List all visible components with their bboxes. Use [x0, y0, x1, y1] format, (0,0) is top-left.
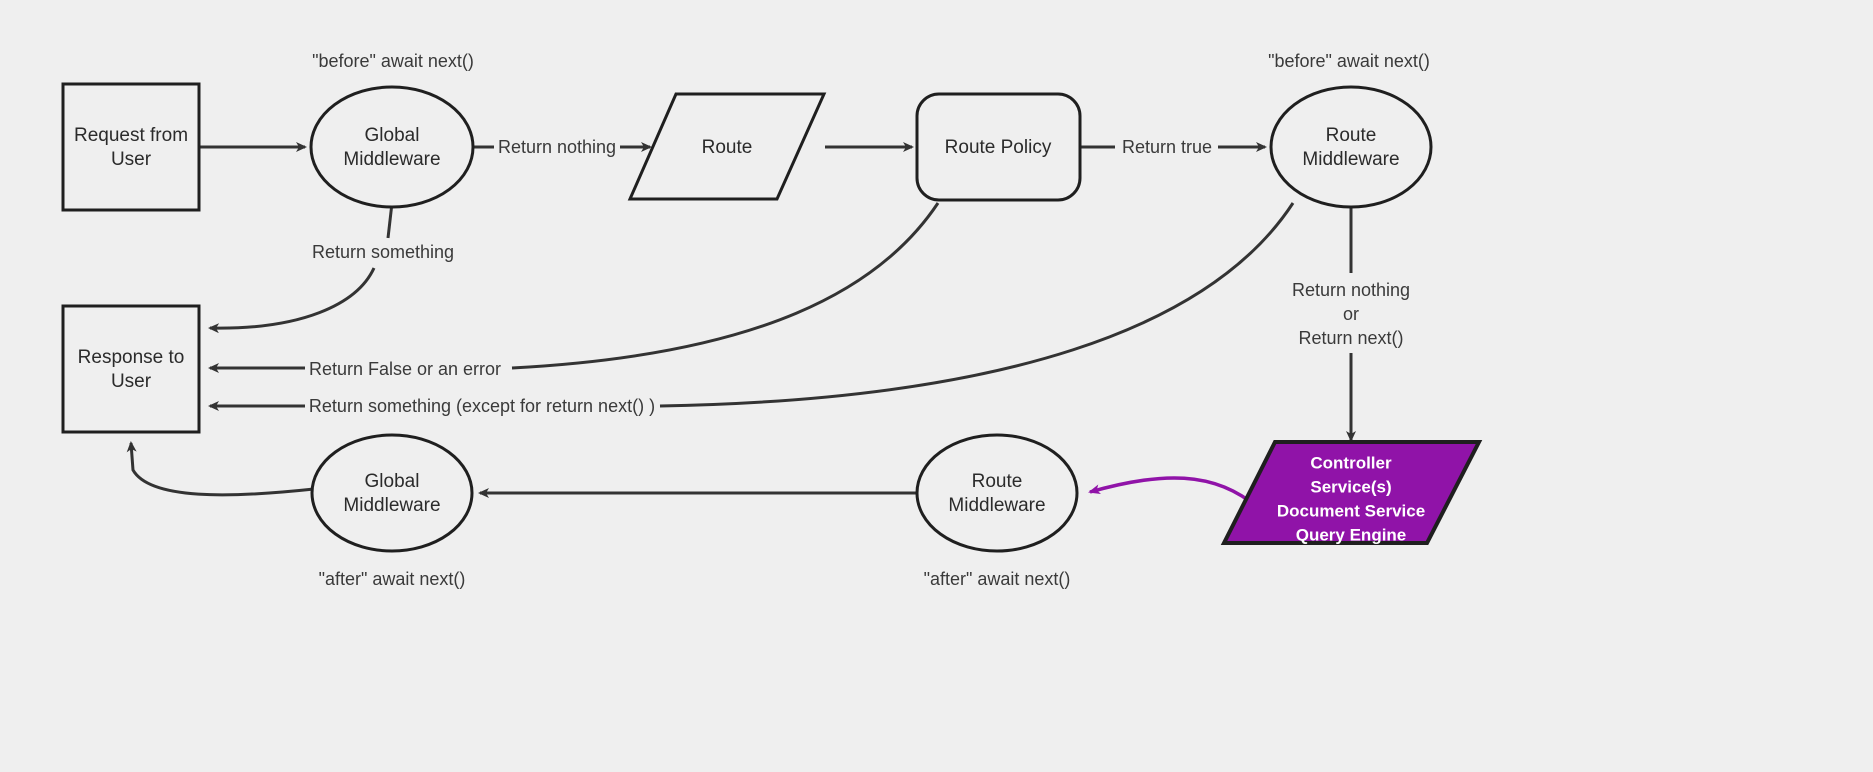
label-controller-services-line1: Controller — [1310, 453, 1392, 472]
label-global-middleware-bottom-line2: Middleware — [343, 495, 440, 516]
annotation-after-await-next-route: "after" await next() — [924, 569, 1071, 589]
label-request-from-user-line2: User — [111, 149, 152, 170]
label-global-middleware-bottom-line1: Global — [365, 471, 420, 492]
label-controller-services-line2: Service(s) — [1310, 477, 1391, 496]
node-global-middleware-bottom[interactable] — [310, 433, 474, 553]
label-route-middleware-top-line1: Route — [1326, 125, 1377, 146]
node-route[interactable] — [627, 92, 827, 201]
edge-global-middleware-bottom-to-response — [126, 441, 315, 497]
label-controller-services-line3: Document Service — [1277, 501, 1425, 520]
node-response-to-user[interactable] — [61, 304, 201, 434]
edge-label-return-something-except-next: Return something (except for return next… — [309, 396, 655, 416]
edge-controller-to-route-middleware-bottom — [1088, 476, 1260, 510]
node-route-middleware-top[interactable] — [1269, 85, 1433, 209]
label-global-middleware-top-line2: Middleware — [343, 149, 440, 170]
edge-label-return-false-or-error: Return False or an error — [309, 359, 501, 379]
edge-label-return-true: Return true — [1122, 137, 1212, 157]
node-controller-services[interactable] — [1220, 440, 1483, 545]
edge-label-return-something: Return something — [312, 242, 454, 262]
node-route-middleware-bottom[interactable] — [915, 433, 1079, 553]
edge-label-return-nothing-or-next-line3: Return next() — [1298, 328, 1403, 348]
label-route-middleware-bottom-line1: Route — [972, 471, 1023, 492]
edge-global-middleware-to-response — [386, 202, 394, 239]
edge-route-middleware-to-response — [659, 202, 1295, 408]
edge-route-policy-to-response — [511, 202, 940, 370]
label-route: Route — [702, 137, 753, 158]
label-route-policy: Route Policy — [945, 137, 1052, 158]
label-response-to-user-line2: User — [111, 371, 152, 392]
label-controller-services-line4: Query Engine — [1296, 525, 1407, 544]
edge-label-return-nothing: Return nothing — [498, 137, 616, 157]
label-response-to-user-line1: Response to — [78, 347, 185, 368]
edge-global-middleware-to-response-curve — [208, 267, 376, 334]
annotation-before-await-next-global: "before" await next() — [312, 51, 474, 71]
node-route-policy[interactable] — [915, 92, 1082, 202]
label-route-middleware-bottom-line2: Middleware — [948, 495, 1045, 516]
label-global-middleware-top-line1: Global — [365, 125, 420, 146]
edge-label-return-nothing-or-next-line1: Return nothing — [1292, 280, 1410, 300]
node-global-middleware-top[interactable] — [309, 85, 475, 209]
edge-label-return-nothing-or-next-line2: or — [1343, 304, 1359, 324]
annotation-after-await-next-global: "after" await next() — [319, 569, 466, 589]
node-request-from-user[interactable] — [61, 82, 201, 212]
label-route-middleware-top-line2: Middleware — [1302, 149, 1399, 170]
label-request-from-user-line1: Request from — [74, 125, 188, 146]
annotation-before-await-next-route: "before" await next() — [1268, 51, 1430, 71]
